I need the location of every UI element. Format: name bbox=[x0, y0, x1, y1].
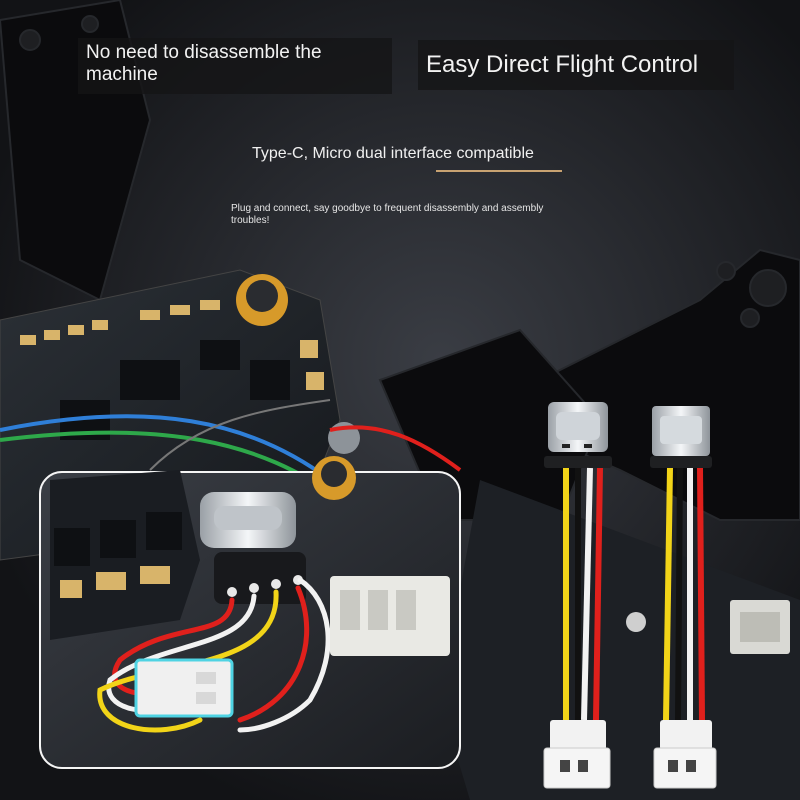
headline-left: No need to disassemble the machine bbox=[78, 38, 392, 94]
jst-connector-inset bbox=[330, 576, 450, 656]
type-c-cable bbox=[543, 402, 612, 789]
headline-right: Easy Direct Flight Control bbox=[418, 40, 734, 90]
accent-rule bbox=[436, 170, 562, 172]
micro-usb-cable bbox=[650, 406, 717, 789]
closeup-inset bbox=[39, 456, 461, 769]
esc-board bbox=[440, 480, 800, 800]
subtitle: Type-C, Micro dual interface compatible bbox=[252, 145, 534, 162]
description: Plug and connect, say goodbye to frequen… bbox=[231, 203, 544, 226]
